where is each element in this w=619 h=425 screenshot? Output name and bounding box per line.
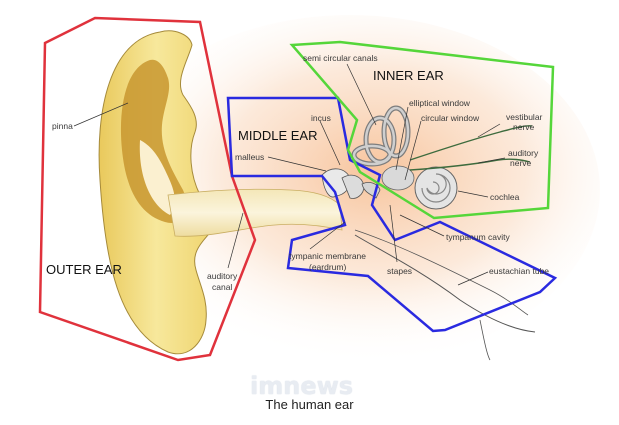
stapes-label: stapes	[387, 266, 412, 276]
vestibular-nerve-label-line2: nerve	[513, 122, 535, 132]
auditory-canal-label-line1: auditory	[207, 271, 238, 281]
auditory-nerve-label-line2: nerve	[510, 158, 532, 168]
watermark-logo: imnews	[250, 372, 354, 400]
pinna-label: pinna	[52, 121, 73, 131]
middle-ear-label: MIDDLE EAR	[238, 128, 317, 143]
vestibular-nerve	[409, 125, 533, 161]
cochlea-shape	[414, 166, 458, 210]
leader-lines	[73, 63, 506, 286]
auditory-nerve-label-line1: auditory	[508, 148, 539, 158]
auditory-canal-label-line2: canal	[212, 282, 232, 292]
malleus-label: malleus	[235, 152, 264, 162]
outer-ear-label: OUTER EAR	[46, 262, 122, 277]
circular-window-label: circular window	[421, 113, 480, 123]
elliptical-window-label: elliptical window	[409, 98, 471, 108]
middle-ear-outline	[226, 96, 558, 333]
vestibular-nerve-label-line1: vestibular	[506, 112, 543, 122]
auditory-canal-shape	[167, 188, 343, 237]
eustachian-tube-label: eustachian tube	[489, 266, 549, 276]
eustachian-tube	[354, 234, 536, 333]
tympanum-cavity-label: tympanum cavity	[446, 232, 511, 242]
tympanic-membrane-label-line2: (eardrum)	[309, 262, 346, 272]
cochlea-label: cochlea	[490, 192, 520, 202]
caption: The human ear	[265, 397, 354, 412]
inner-ear-label: INNER EAR	[373, 68, 444, 83]
incus-label: incus	[311, 113, 331, 123]
inner-ear-outline	[289, 40, 555, 220]
semi-circular-canals-label: semi circular canals	[303, 53, 378, 63]
tympanic-membrane-label-line1: tympanic membrane	[289, 251, 366, 261]
vestibule	[381, 165, 415, 191]
auditory-nerve	[409, 158, 531, 171]
outer-ear-outline	[38, 16, 257, 362]
ossicles	[321, 168, 381, 199]
pinna-highlight	[139, 140, 175, 215]
